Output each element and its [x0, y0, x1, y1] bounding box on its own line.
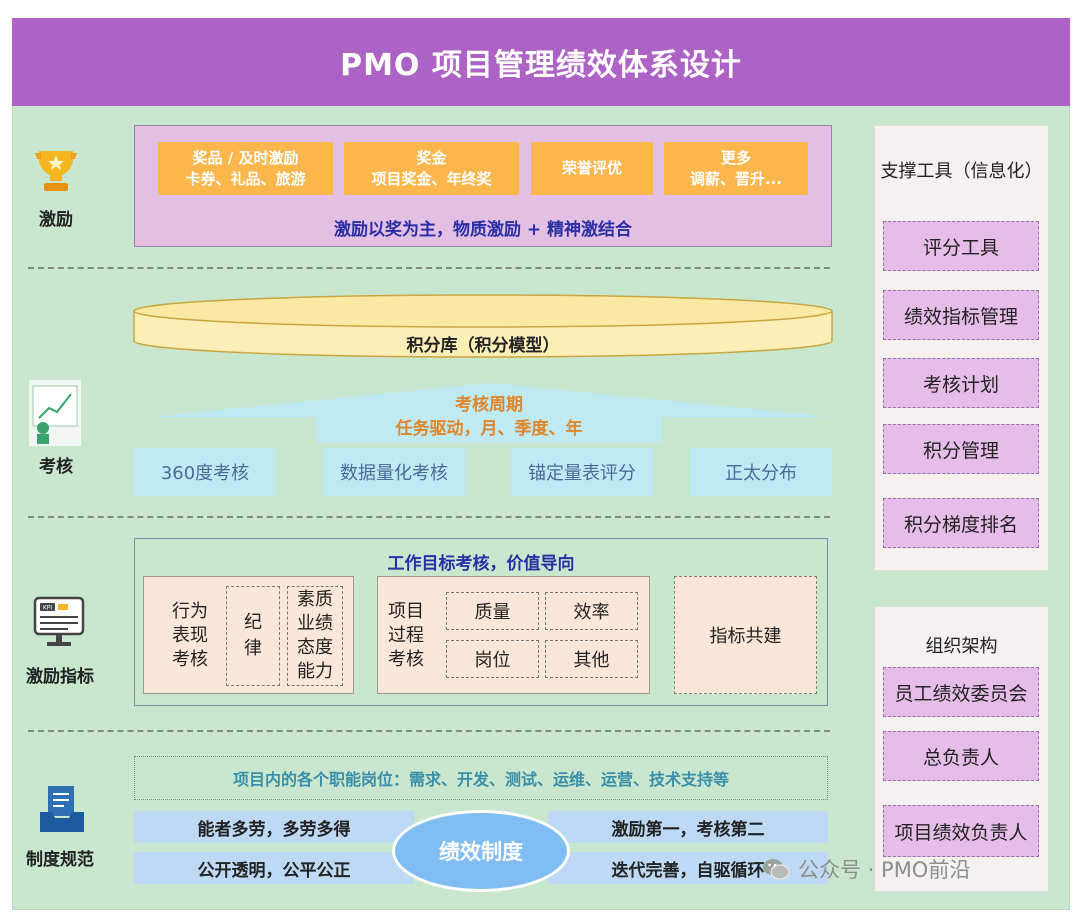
- divider-2: [28, 516, 830, 518]
- method-quant: 数据量化考核: [323, 448, 465, 496]
- performance-system-ellipse: 绩效制度: [392, 810, 570, 892]
- incentive-bonus-sub: 项目奖金、年终奖: [371, 169, 492, 188]
- method-anchor: 锚定量表评分: [511, 448, 653, 496]
- support-tools-panel: [874, 125, 1049, 571]
- divider-3: [28, 730, 830, 732]
- svg-text:KPI: KPI: [43, 605, 53, 612]
- incentive-honor-title: 荣誉评优: [561, 159, 622, 177]
- incentive-more-box: 更多 调薪、晋升...: [664, 142, 808, 195]
- discipline-box: 纪 律: [226, 586, 280, 686]
- row-label-assessment: 考核: [39, 457, 73, 477]
- trophy-icon: [35, 151, 77, 191]
- method-360: 360度考核: [134, 448, 276, 496]
- process-position: 岗位: [446, 640, 539, 678]
- row-label-indicators: 激励指标: [26, 667, 94, 687]
- process-quality: 质量: [446, 592, 539, 630]
- indicators-header: 工作目标考核，价值导向: [387, 553, 575, 574]
- org-committee: 员工绩效委员会: [883, 667, 1039, 717]
- incentive-prize-box: 奖品 / 及时激励 卡券、礼品、旅游: [158, 142, 333, 195]
- incentive-more-title: 更多: [720, 148, 751, 167]
- incentive-bonus-title: 奖金: [416, 148, 447, 167]
- co-build-box: [674, 576, 817, 694]
- process-other: 其他: [545, 640, 638, 678]
- document-tray-icon: [40, 786, 84, 832]
- cycle-title: 考核周期: [455, 394, 523, 415]
- process-efficiency: 效率: [545, 592, 638, 630]
- tool-points-ranking: 积分梯度排名: [883, 498, 1039, 548]
- wechat-icon: [763, 859, 790, 880]
- org-title: 组织架构: [925, 636, 998, 657]
- behavior-assessment-box: [143, 576, 354, 694]
- tool-points-management: 积分管理: [883, 424, 1039, 474]
- co-build-label: 指标共建: [709, 626, 782, 647]
- watermark: 公众号 · PMO前沿: [762, 852, 970, 886]
- principle-left-top: 能者多劳，多劳多得: [134, 811, 414, 843]
- cycle-arrow-banner: [150, 383, 832, 443]
- qualities-box: 素质 业绩 态度 能力: [287, 586, 343, 686]
- points-database-icon: [133, 294, 833, 358]
- process-label: 项目 过程 考核: [388, 601, 424, 670]
- points-database-label: 积分库（积分模型）: [406, 335, 560, 356]
- incentive-prize-sub: 卡券、礼品、旅游: [185, 169, 306, 188]
- incentive-prize-title: 奖品 / 及时激励: [192, 148, 299, 167]
- divider-1: [28, 267, 830, 269]
- behavior-label: 行为 表现 考核: [172, 601, 208, 670]
- incentive-honor-box: 荣誉评优: [531, 142, 653, 195]
- org-head: 总负责人: [883, 731, 1039, 781]
- cycle-detail: 任务驱动，月、季度、年: [395, 418, 583, 439]
- method-normal: 正太分布: [690, 448, 832, 496]
- chart-board-icon: [29, 380, 81, 446]
- org-project-owner: 项目绩效负责人: [883, 805, 1039, 857]
- principle-right-top: 激励第一，考核第二: [548, 811, 828, 843]
- incentive-more-sub: 调薪、晋升...: [689, 169, 783, 188]
- tool-kpi-management: 绩效指标管理: [883, 290, 1039, 340]
- incentive-bonus-box: 奖金 项目奖金、年终奖: [344, 142, 519, 195]
- roles-banner: 项目内的各个职能岗位：需求、开发、测试、运维、运营、技术支持等: [134, 756, 828, 800]
- incentive-summary: 激励以奖为主，物质激励 + 精神激结合: [333, 219, 633, 240]
- process-assessment-box: [377, 576, 650, 694]
- support-tools-title: 支撑工具（信息化）: [880, 161, 1043, 182]
- tool-assessment-plan: 考核计划: [883, 358, 1039, 408]
- principle-left-bottom: 公开透明，公平公正: [134, 852, 414, 884]
- title-banner: PMO 项目管理绩效体系设计: [12, 18, 1070, 106]
- watermark-text: 公众号 · PMO前沿: [798, 858, 971, 882]
- kpi-monitor-icon: KPI: [33, 596, 85, 646]
- row-label-incentive: 激励: [39, 210, 73, 230]
- page-title: PMO 项目管理绩效体系设计: [340, 48, 742, 83]
- row-label-system: 制度规范: [26, 850, 94, 870]
- indicators-panel: [134, 538, 828, 706]
- tool-scoring: 评分工具: [883, 221, 1039, 271]
